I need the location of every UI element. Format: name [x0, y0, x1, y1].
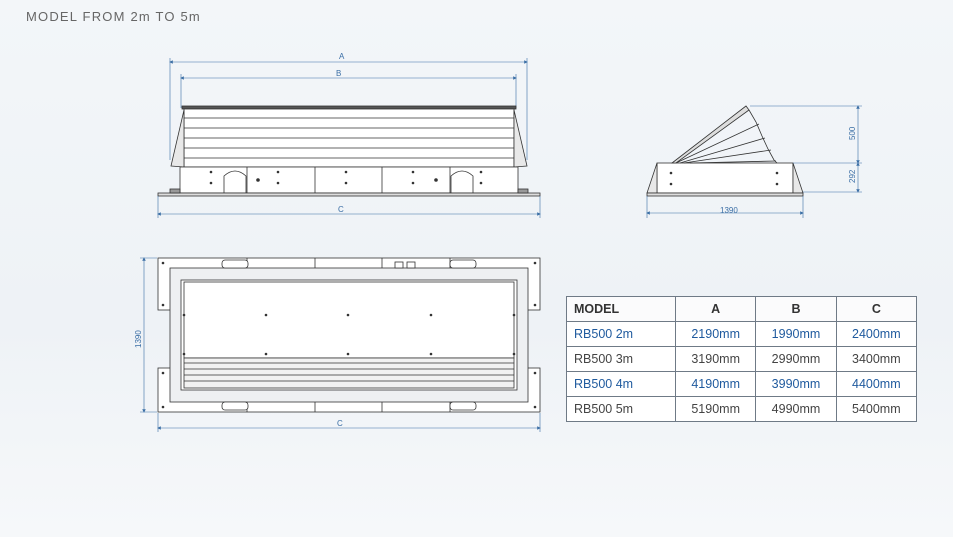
cell-a: 3190mm	[674, 346, 757, 372]
front-bolts	[209, 170, 483, 185]
header-model: MODEL	[566, 296, 676, 322]
top-view: 1390 C	[134, 257, 541, 432]
side-dimensions	[646, 105, 862, 218]
dimension-c-front-label: C	[338, 205, 344, 214]
table-row: RB500 3m 3190mm 2990mm 3400mm	[566, 346, 918, 372]
page-title: MODEL FROM 2m TO 5m	[26, 9, 201, 24]
side-dimension-1390: 1390	[720, 206, 738, 215]
table-row: RB500 5m 5190mm 4990mm 5400mm	[566, 396, 918, 422]
cell-model: RB500 2m	[566, 321, 676, 347]
dimension-c-front	[157, 196, 541, 218]
cell-model: RB500 5m	[566, 396, 676, 422]
front-hatch-body	[157, 105, 541, 197]
front-view: A B	[157, 52, 541, 218]
cell-a: 4190mm	[674, 371, 757, 397]
spec-table: MODEL A B C RB500 2m 2190mm 1990mm 2400m…	[566, 296, 918, 422]
cell-c: 3400mm	[835, 346, 918, 372]
side-hatch-body	[646, 105, 804, 197]
table-row: RB500 4m 4190mm 3990mm 4400mm	[566, 371, 918, 397]
side-bolts	[669, 171, 779, 186]
dimension-b	[180, 74, 517, 108]
header-b: B	[755, 296, 837, 322]
cell-b: 2990mm	[755, 346, 837, 372]
top-frame	[157, 257, 541, 413]
dimension-a-label: A	[339, 52, 345, 61]
top-dimensions	[140, 257, 541, 432]
cell-c: 5400mm	[835, 396, 918, 422]
cell-model: RB500 4m	[566, 371, 676, 397]
dimension-a	[169, 58, 528, 160]
cell-b: 1990mm	[755, 321, 837, 347]
dimension-c-top-label: C	[337, 419, 343, 428]
side-dimension-500: 500	[848, 126, 857, 140]
spec-table-header: MODEL A B C	[566, 296, 918, 322]
cell-a: 2190mm	[674, 321, 757, 347]
cell-c: 4400mm	[835, 371, 918, 397]
cell-b: 4990mm	[755, 396, 837, 422]
side-dimension-292: 292	[848, 169, 857, 183]
cell-b: 3990mm	[755, 371, 837, 397]
side-view: 500 292 1390	[646, 105, 862, 218]
header-a: A	[674, 296, 757, 322]
cell-a: 5190mm	[674, 396, 757, 422]
cell-c: 2400mm	[835, 321, 918, 347]
table-row: RB500 2m 2190mm 1990mm 2400mm	[566, 321, 918, 347]
header-c: C	[835, 296, 918, 322]
top-dimension-1390: 1390	[134, 330, 143, 348]
cell-model: RB500 3m	[566, 346, 676, 372]
dimension-b-label: B	[336, 69, 341, 78]
top-bolts	[161, 261, 537, 409]
